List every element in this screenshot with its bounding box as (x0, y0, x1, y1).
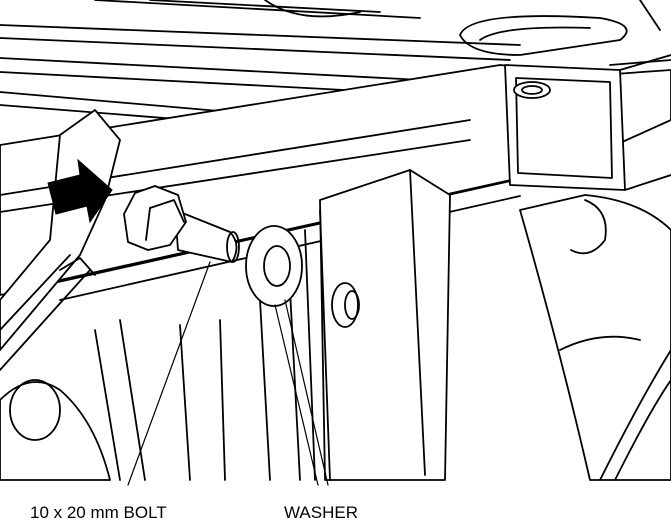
square-tube (504, 54, 671, 191)
bolt-leader-line (127, 261, 211, 486)
cap-nut (331, 282, 360, 328)
upright-plate (304, 169, 451, 481)
bolt-label: 10 x 20 mm BOLT (30, 503, 167, 522)
leader-lines (127, 261, 329, 486)
washer-leader-line (274, 304, 319, 486)
lower-left-fitting (0, 379, 111, 481)
bolt (123, 185, 240, 263)
arrow-right-icon (47, 158, 113, 224)
upper-frame-rails (0, 0, 671, 129)
lower-frame (94, 289, 301, 481)
washer-label: WASHER (284, 503, 358, 522)
washer (245, 225, 303, 307)
tube-hole (513, 81, 551, 99)
right-housing (519, 194, 671, 481)
